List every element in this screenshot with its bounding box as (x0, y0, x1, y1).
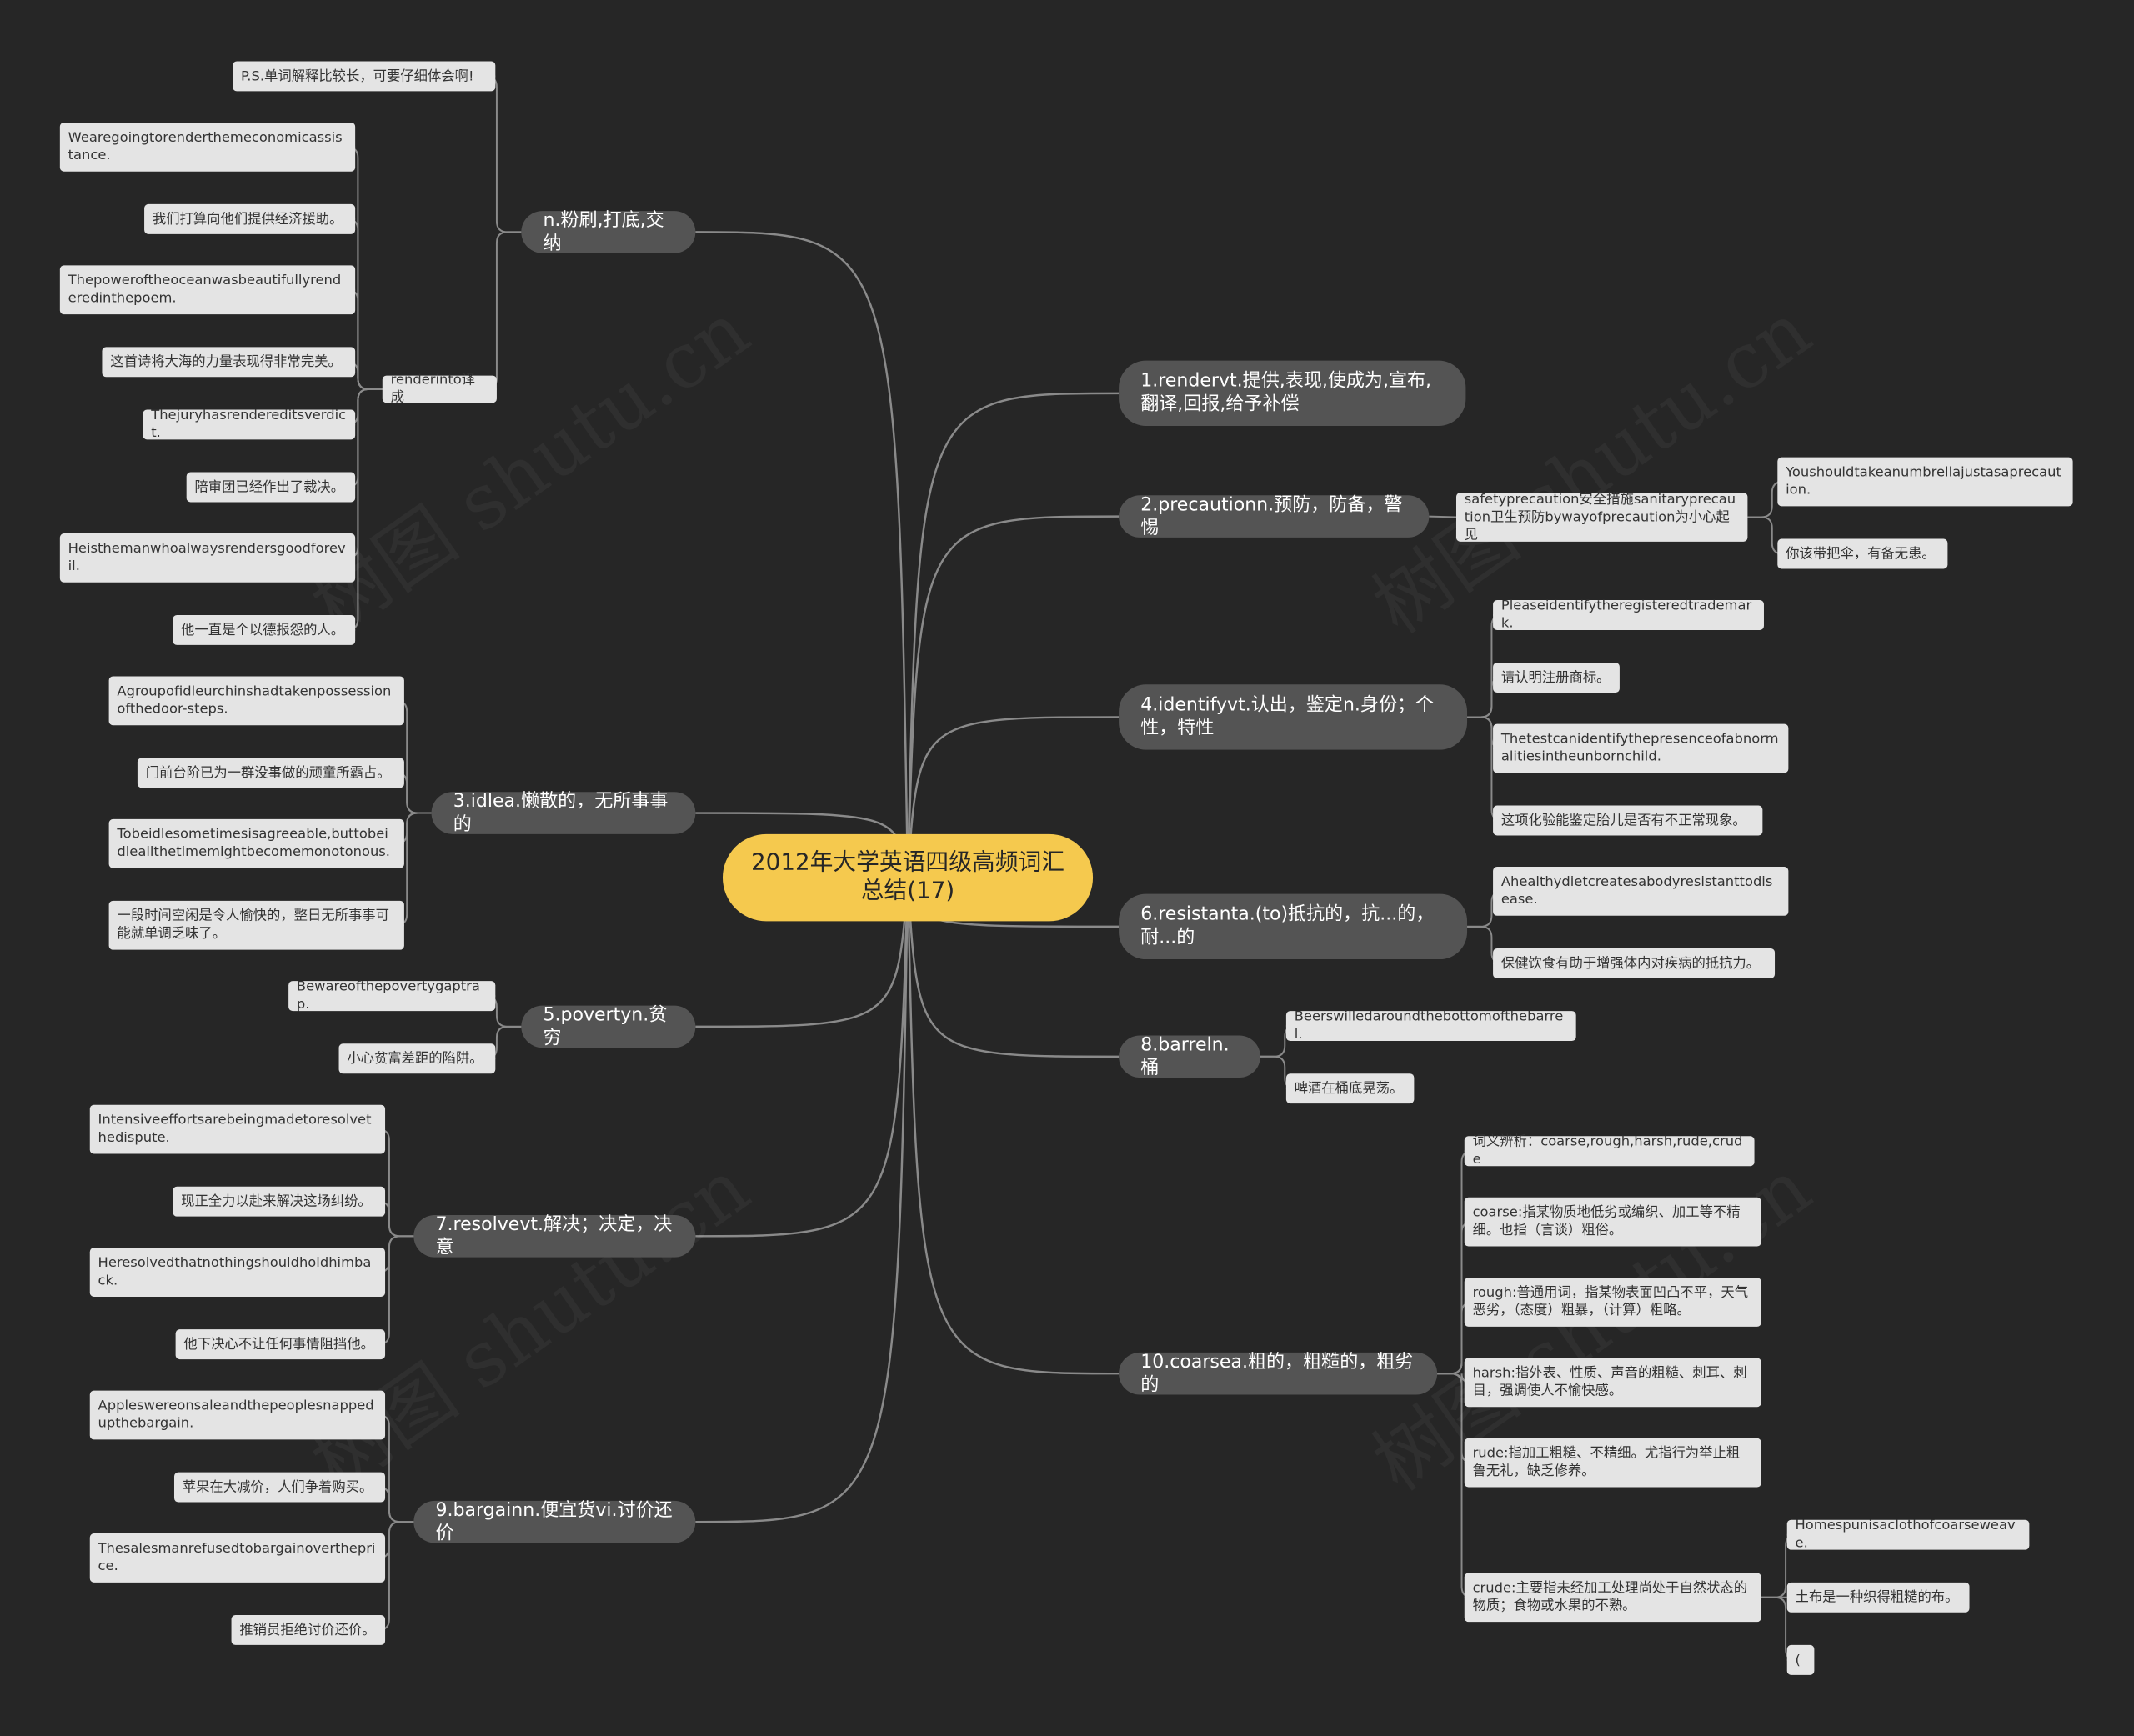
branch-identify[interactable]: 4.identifyvt.认出，鉴定n.身份；个性，特性 (1119, 684, 1468, 750)
leaf-render-translation[interactable]: 他一直是个以德报怨的人。 (173, 614, 356, 645)
leaf-resolve-example[interactable]: Heresolvedthatnothingshouldholdhimback. (89, 1248, 386, 1297)
leaf-idle-example[interactable]: Tobeidlesometimesisagreeable,buttobeidle… (108, 818, 404, 868)
connector (695, 878, 909, 1523)
leaf-identify-example[interactable]: Pleaseidentifytheregisteredtrademark. (1493, 598, 1764, 632)
leaf-precaution-example[interactable]: Youshouldtakeanumbrellajustasaprecaution… (1777, 457, 2073, 507)
connector (906, 878, 1120, 1058)
leaf-coarse-definition[interactable]: coarse:指某物质地低劣或编织、加工等不精细。也指（言谈）粗俗。 (1464, 1197, 1761, 1247)
branch-coarse[interactable]: 10.coarsea.粗的，粗糙的，粗劣的 (1119, 1350, 1438, 1395)
subtopic-precaution-phrases[interactable]: safetyprecaution安全措施sanitaryprecaution卫生… (1455, 492, 1748, 543)
connector (695, 878, 909, 1028)
leaf-identify-translation[interactable]: 这项化验能鉴定胎儿是否有不正常现象。 (1493, 805, 1763, 836)
leaf-bargain-translation[interactable]: 推销员拒绝讨价还价。 (231, 1615, 386, 1645)
leaf-bargain-example[interactable]: Appleswereonsaleandthepeoplesnappedupthe… (89, 1390, 386, 1440)
subtopic-crude[interactable]: crude:主要指未经加工处理尚处于自然状态的物质；食物或水果的不熟。 (1464, 1573, 1761, 1623)
leaf-crude-fragment[interactable]: ( (1786, 1644, 1815, 1675)
leaf-idle-translation[interactable]: 门前台阶已为一群没事做的顽童所霸占。 (137, 758, 404, 788)
leaf-poverty-translation[interactable]: 小心贫富差距的陷阱。 (338, 1043, 496, 1074)
leaf-render-translation[interactable]: 我们打算向他们提供经济援助。 (144, 203, 356, 234)
connector (906, 716, 1120, 878)
connector (695, 231, 909, 878)
leaf-resistant-example[interactable]: Ahealthydietcreatesabodyresistanttodisea… (1493, 867, 1789, 916)
connector (906, 392, 1120, 878)
leaf-resistant-translation[interactable]: 保健饮食有助于增强体内对疾病的抵抗力。 (1493, 948, 1776, 978)
leaf-note[interactable]: P.S.单词解释比较长，可要仔细体会啊! (233, 61, 496, 92)
leaf-resolve-translation[interactable]: 现正全力以赴来解决这场纠纷。 (173, 1186, 386, 1217)
leaf-rough-definition[interactable]: rough:普通用词，指某物表面凹凸不平，天气恶劣，（态度）粗暴，（计算）粗略。 (1464, 1278, 1761, 1327)
connector (485, 231, 522, 390)
leaf-render-example[interactable]: Thejuryhasrendereditsverdict. (143, 408, 356, 441)
connector (906, 878, 1120, 1375)
connector (1437, 1150, 1473, 1375)
leaf-poverty-example[interactable]: Bewareofthepovertygaptrap. (288, 980, 496, 1013)
branch-resistant[interactable]: 6.resistanta.(to)抵抗的，抗...的，耐...的 (1119, 893, 1468, 960)
branch-idle[interactable]: 3.idlea.懒散的，无所事事的 (431, 790, 696, 835)
connector (695, 878, 909, 1238)
leaf-crude-translation[interactable]: 土布是一种织得粗糙的布。 (1786, 1582, 1970, 1613)
leaf-barrel-translation[interactable]: 啤酒在桶底晃荡。 (1285, 1073, 1415, 1104)
leaf-resolve-example[interactable]: Intensiveeffortsarebeingmadetoresolvethe… (89, 1104, 386, 1154)
leaf-render-translation[interactable]: 陪审团已经作出了裁决。 (186, 472, 356, 503)
leaf-resolve-translation[interactable]: 他下决心不让任何事情阻挡他。 (175, 1329, 386, 1360)
branch-barrel[interactable]: 8.barreln.桶 (1119, 1033, 1260, 1078)
leaf-render-example[interactable]: Wearegoingtorenderthemeconomicassistance… (59, 122, 356, 172)
leaf-rude-definition[interactable]: rude:指加工粗糙、不精细。尤指行为举止粗鲁无礼，缺乏修养。 (1464, 1438, 1761, 1488)
leaf-barrel-example[interactable]: Beerswilledaroundthebottomofthebarrel. (1285, 1009, 1576, 1043)
branch-precaution[interactable]: 2.precautionn.预防，防备，警惕 (1119, 493, 1430, 538)
connector (906, 515, 1120, 878)
branch-bargain[interactable]: 9.bargainn.便宜货vi.讨价还价 (413, 1498, 696, 1543)
leaf-bargain-translation[interactable]: 苹果在大减价，人们争着购买。 (173, 1472, 386, 1503)
leaf-coarse-synonyms[interactable]: 词义辨析：coarse,rough,harsh,rude,crude (1464, 1135, 1755, 1168)
leaf-precaution-translation[interactable]: 你该带把伞，有备无患。 (1777, 538, 1948, 569)
leaf-crude-example[interactable]: Homespunisaclothofcoarseweave. (1786, 1518, 2030, 1551)
leaf-identify-example[interactable]: Thetestcanidentifythepresenceofabnormali… (1493, 723, 1789, 773)
root-topic[interactable]: 2012年大学英语四级高频词汇总结(17) (722, 833, 1094, 922)
leaf-render-example[interactable]: Thepoweroftheoceanwasbeautifullyrendered… (59, 265, 356, 315)
leaf-harsh-definition[interactable]: harsh:指外表、性质、声音的粗糙、刺耳、刺目，强调使人不愉快感。 (1464, 1358, 1761, 1408)
branch-render-noun[interactable]: n.粉刷,打底,交纳 (521, 209, 696, 253)
leaf-idle-example[interactable]: Agroupofidleurchinshadtakenpossessionoft… (108, 676, 404, 726)
connector (1429, 515, 1457, 518)
subtopic-render-into[interactable]: renderinto译成 (382, 373, 497, 406)
branch-render[interactable]: 1.rendervt.提供,表现,使成为,宣布,翻译,回报,给予补偿 (1119, 360, 1466, 427)
leaf-identify-translation[interactable]: 请认明注册商标。 (1493, 663, 1620, 693)
leaf-bargain-example[interactable]: Thesalesmanrefusedtobargainovertheprice. (89, 1533, 386, 1583)
leaf-idle-translation[interactable]: 一段时间空闲是令人愉快的，整日无所事事可能就单调乏味了。 (108, 900, 404, 950)
branch-resolve[interactable]: 7.resolvevt.解决；决定，决意 (413, 1213, 696, 1258)
leaf-render-translation[interactable]: 这首诗将大海的力量表现得非常完美。 (102, 347, 356, 378)
connector (485, 75, 522, 233)
branch-poverty[interactable]: 5.povertyn.贫穷 (521, 1003, 696, 1048)
leaf-render-example[interactable]: Heisthemanwhoalwaysrendersgoodforevil. (59, 533, 356, 583)
